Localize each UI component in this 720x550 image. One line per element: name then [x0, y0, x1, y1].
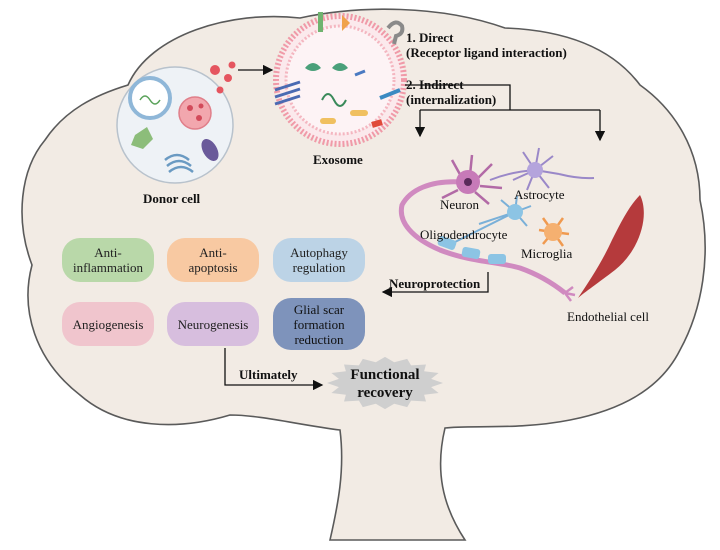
effect-pill-label: Anti- apoptosis [188, 245, 238, 275]
effect-pill-label: Angiogenesis [72, 316, 144, 332]
myelin-sheath [461, 246, 481, 260]
microglia-body [544, 223, 562, 241]
astrocyte-body [527, 162, 543, 178]
arrow-ultimately [224, 348, 324, 391]
effect-pill-label: Glial scar formation reduction [293, 301, 345, 347]
myelin-sheath [488, 254, 506, 264]
effect-pill-angiogenesis: Angiogenesis [62, 302, 154, 346]
donor-cell-illustration [116, 61, 236, 184]
neuron-dendrites [441, 154, 503, 205]
neuron-nucleus [464, 178, 472, 186]
exosome-lipid [320, 118, 336, 124]
donor-cell-lysosome [201, 139, 219, 161]
indirect-pathway-arrows [405, 84, 606, 142]
transmembrane-protein [379, 88, 401, 100]
effect-pill-label: Neurogenesis [177, 316, 249, 332]
receptor-ligand-icon [386, 20, 405, 45]
astrocyte-processes [489, 147, 560, 191]
membrane-protein [342, 15, 350, 31]
exosome-release-dot [210, 65, 220, 75]
endothelial-cell-shape [578, 195, 644, 298]
donor-cell-vesicle [178, 96, 212, 130]
indirect-label-line2: (internalization) [406, 92, 497, 107]
indirect-line-1 [405, 84, 511, 110]
astrocyte-foot [558, 173, 595, 180]
arrow-neuroprotection [381, 272, 489, 298]
donor-cell-label: Donor cell [143, 191, 201, 206]
effect-pill-anti-apoptosis: Anti- apoptosis [167, 238, 259, 282]
axon-terminal [564, 286, 576, 302]
oligodendrocyte-body [507, 204, 523, 220]
effect-pill-label: Anti- inflammation [72, 245, 144, 275]
effect-pill-label: Autophagy regulation [290, 245, 348, 275]
exosome-rna [321, 93, 347, 107]
functional-recovery-label: Functional recovery [350, 367, 420, 401]
exosome-label: Exosome [313, 152, 363, 167]
functional-recovery-star [327, 356, 443, 410]
transmembrane-protein [371, 119, 383, 128]
direct-label-line2: (Receptor ligand interaction) [406, 45, 567, 60]
effect-pill-glial-scar-reduction: Glial scar formation reduction [273, 298, 365, 350]
neuroprotection-label: Neuroprotection [389, 276, 481, 291]
direct-label-line1: 1. Direct [406, 30, 454, 45]
donor-cell-vesicle-dot [198, 103, 204, 109]
exosome-release-dot [216, 86, 224, 94]
exosome-lipid [350, 110, 368, 116]
donor-cell-golgi [164, 153, 194, 173]
donor-cell-mitochondrion [131, 127, 153, 149]
oligodendrocyte-label: Oligodendrocyte [420, 227, 508, 242]
myelin-sheath [437, 236, 457, 250]
oligodendrocyte-processes [454, 195, 532, 243]
exosome-protein [305, 63, 321, 71]
exosome-mirna [354, 69, 366, 77]
exosome-release-dot [228, 61, 236, 69]
effect-pill-neurogenesis: Neurogenesis [167, 302, 259, 346]
effect-pill-anti-inflammation: Anti- inflammation [62, 238, 154, 282]
exosome-release-dot [224, 74, 232, 82]
neuron-axon [398, 179, 567, 295]
microglia-label: Microglia [521, 246, 573, 261]
exosome-illustration [273, 12, 407, 147]
indirect-label-line1: 2. Indirect [406, 77, 464, 92]
neural-cells-illustration [398, 147, 595, 302]
donor-cell-vesicle-dot [187, 105, 193, 111]
effect-pill-autophagy-regulation: Autophagy regulation [273, 238, 365, 282]
endothelial-cell-label: Endothelial cell [567, 309, 649, 324]
exosome-inner-membrane [284, 24, 396, 136]
donor-cell-rna [139, 95, 161, 105]
astrocyte-label: Astrocyte [514, 187, 565, 202]
transmembrane-protein [274, 80, 301, 106]
donor-cell-nucleus [128, 76, 172, 120]
ultimately-label: Ultimately [239, 367, 298, 382]
exosome-protein [332, 63, 348, 71]
membrane-protein [318, 12, 323, 32]
donor-cell-vesicle-dot [196, 115, 202, 121]
neuron-label: Neuron [440, 197, 479, 212]
